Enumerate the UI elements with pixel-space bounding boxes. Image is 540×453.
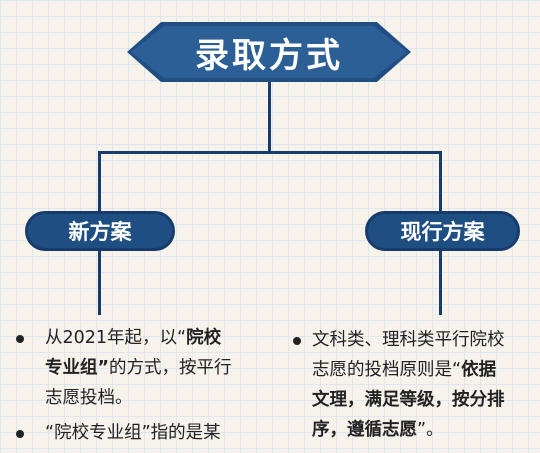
connector-horizontal xyxy=(98,151,442,154)
connector-left-drop xyxy=(98,151,101,213)
branch-new-plan-label: 新方案 xyxy=(68,220,132,244)
new-plan-item-2: “院校专业组”指的是某 xyxy=(45,418,221,448)
emphasis-text: 院校 xyxy=(186,328,222,348)
body-text: 从2021年起，以“ xyxy=(45,328,187,348)
body-text: 的方式，按平行 xyxy=(109,358,232,378)
emphasis-text: 依据 xyxy=(461,360,497,380)
body-text: ”。 xyxy=(417,420,444,440)
current-plan-item-1: 文科类、理科类平行院校志愿的投档原则是“依据文理，满足等级，按分排序，遵循志愿”… xyxy=(312,325,505,445)
bullet-icon xyxy=(16,430,24,438)
connector-right-down xyxy=(439,248,442,315)
text-line: 文科类、理科类平行院校 xyxy=(312,325,505,355)
body-text: 志愿投档。 xyxy=(45,388,133,408)
body-text: 文科类、理科类平行院校 xyxy=(312,330,505,350)
emphasis-text: 专业组” xyxy=(45,358,110,378)
body-text: “院校专业组”指的是某 xyxy=(45,423,221,443)
emphasis-text: 文理，满足等级，按分排 xyxy=(312,390,505,410)
connector-right-drop xyxy=(439,151,442,213)
body-text: 志愿的投档原则是“ xyxy=(312,360,462,380)
text-line: 序，遵循志愿”。 xyxy=(312,415,505,445)
new-plan-item-1: 从2021年起，以“院校专业组”的方式，按平行志愿投档。 xyxy=(45,323,232,413)
branch-current-plan-pill: 现行方案 xyxy=(365,211,520,251)
branch-new-plan-pill: 新方案 xyxy=(25,211,175,251)
text-line: “院校专业组”指的是某 xyxy=(45,418,221,448)
text-line: 志愿投档。 xyxy=(45,383,232,413)
title-text: 录取方式 xyxy=(195,35,343,76)
bullet-icon xyxy=(16,335,24,343)
connector-left-down xyxy=(98,248,101,315)
text-line: 从2021年起，以“院校 xyxy=(45,323,232,353)
emphasis-text: 序，遵循志愿 xyxy=(312,420,417,440)
text-line: 文理，满足等级，按分排 xyxy=(312,385,505,415)
branch-current-plan-label: 现行方案 xyxy=(400,220,485,244)
title-hexagon: 录取方式 xyxy=(131,26,407,78)
connector-trunk xyxy=(268,80,271,153)
text-line: 志愿的投档原则是“依据 xyxy=(312,355,505,385)
bullet-icon xyxy=(293,337,301,345)
text-line: 专业组”的方式，按平行 xyxy=(45,353,232,383)
